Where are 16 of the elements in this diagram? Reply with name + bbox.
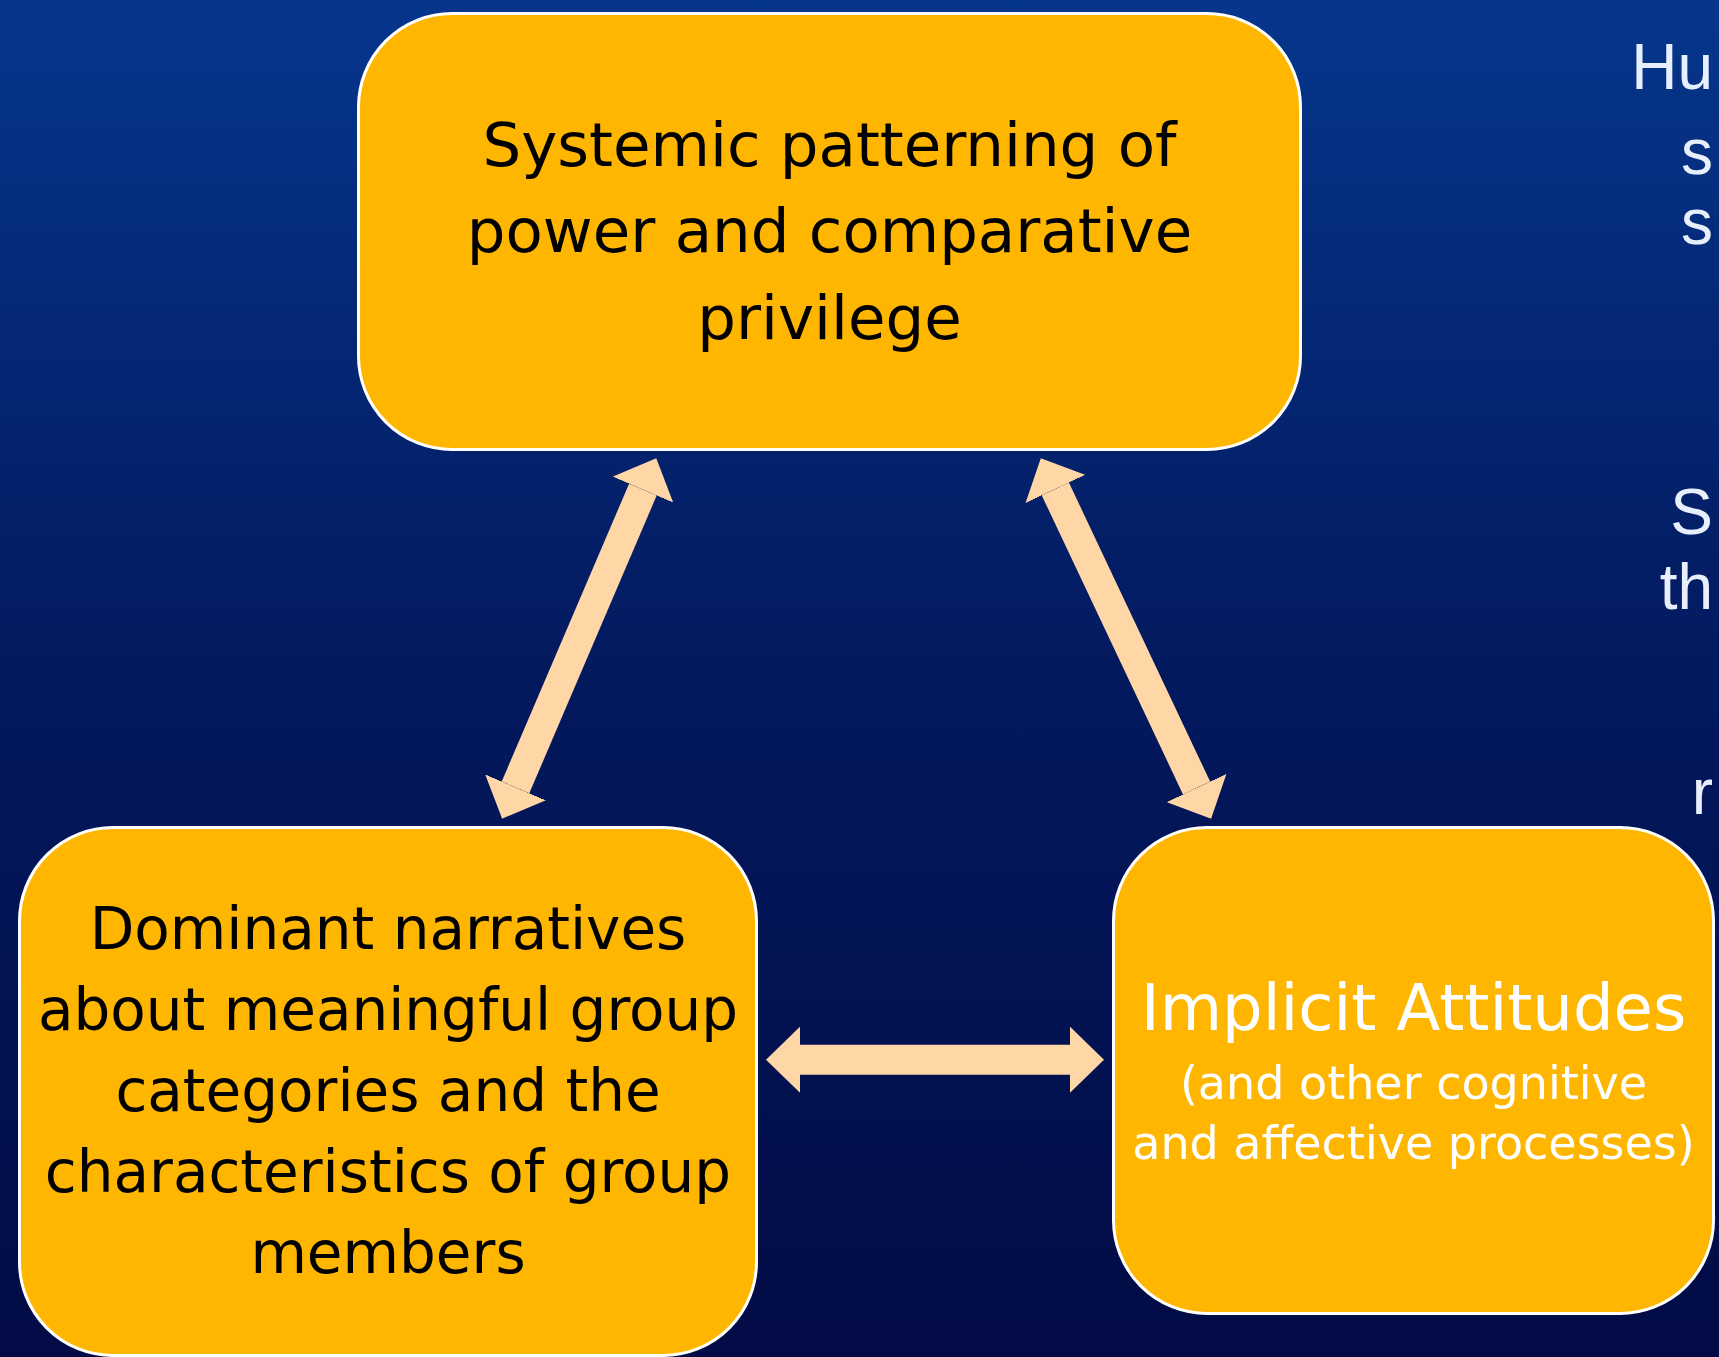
box-title: Dominant narratives about meaningful group categories and the characteristics of group members — [36, 893, 740, 1290]
box-subtitle: (and other cognitive and affective processes) — [1131, 1055, 1696, 1173]
partial-text: s — [1681, 190, 1713, 254]
rounded-box — [357, 12, 1302, 451]
box-title: Implicit Attitudes — [1140, 970, 1687, 1048]
double-headed-arrow — [766, 1026, 1104, 1093]
partial-text: r — [1691, 760, 1713, 824]
partial-text: S — [1670, 480, 1713, 544]
double-headed-arrow — [485, 458, 674, 819]
box-title: Systemic patterning of power and comparative privilege — [465, 107, 1194, 355]
rounded-box — [18, 826, 758, 1357]
partial-text: th — [1659, 555, 1713, 619]
partial-text: s — [1681, 120, 1713, 184]
double-headed-arrow — [1025, 458, 1227, 819]
rounded-box — [1112, 826, 1715, 1315]
partial-text: Hu — [1631, 35, 1713, 99]
